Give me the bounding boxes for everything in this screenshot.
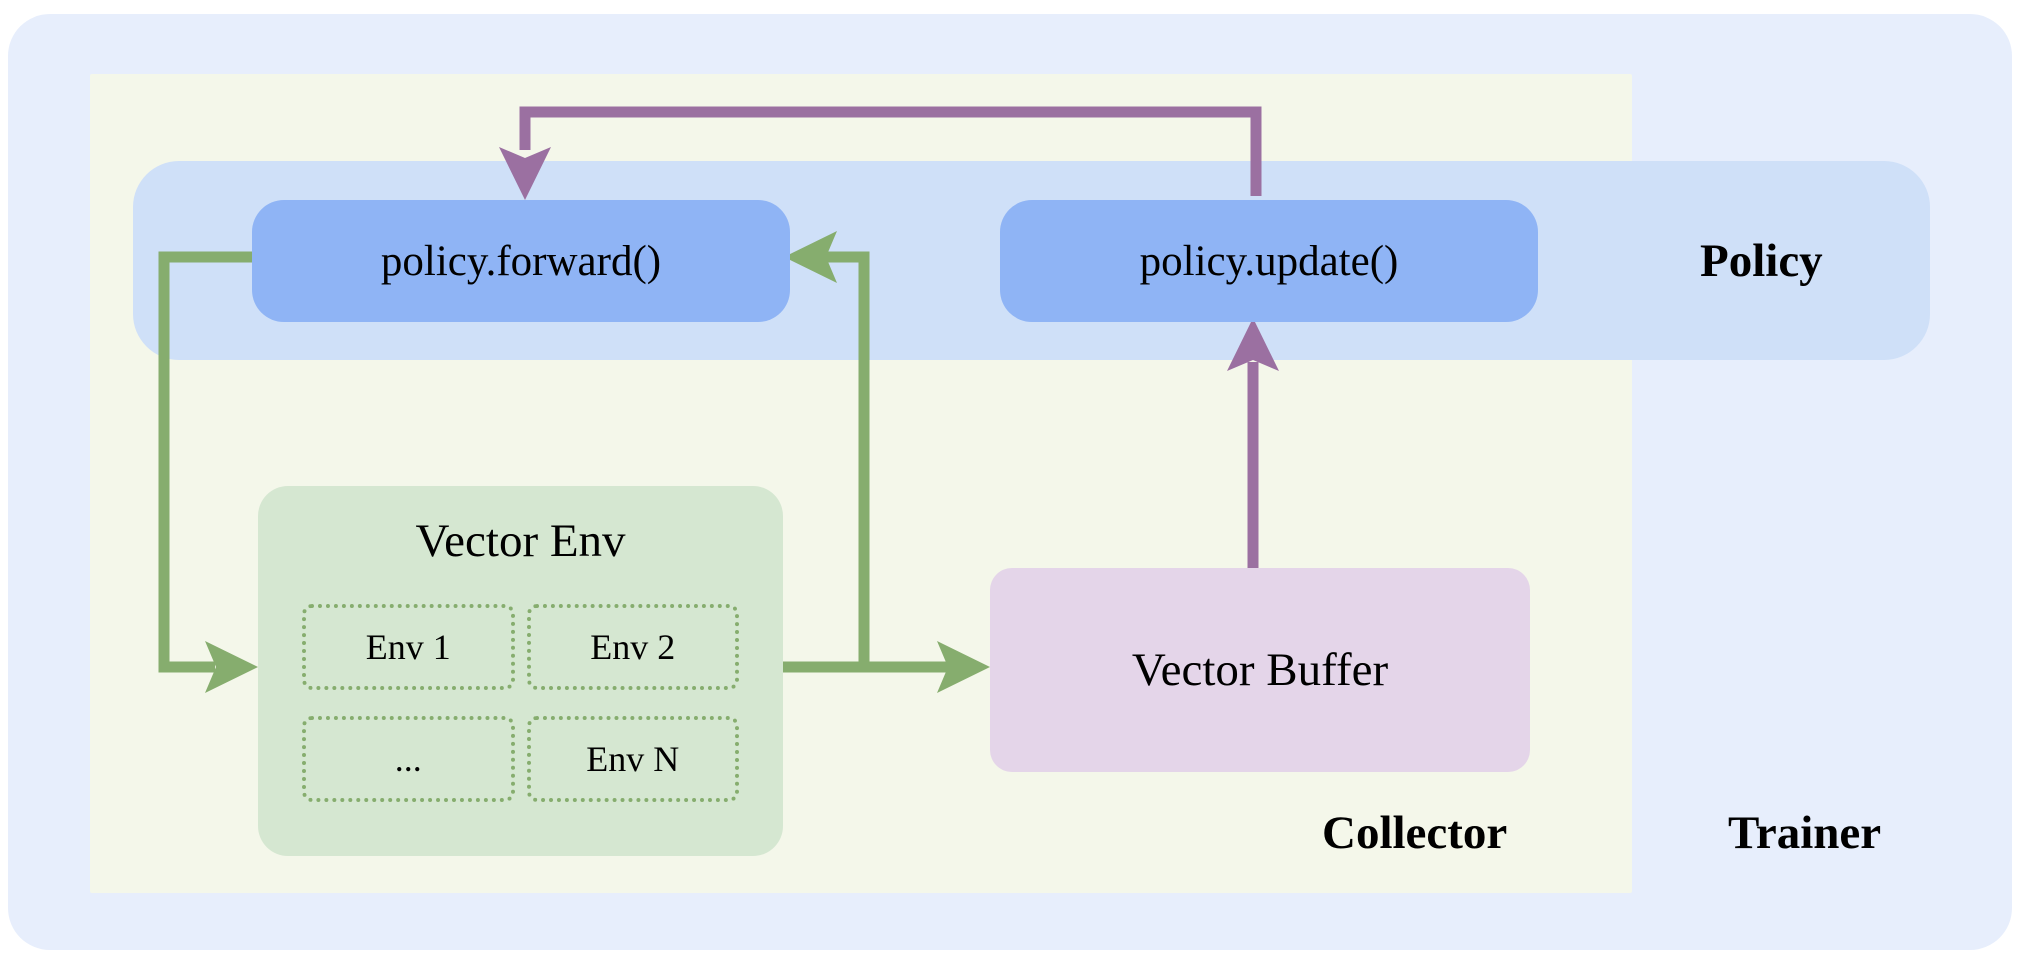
vector-buffer-node[interactable]: Vector Buffer <box>990 568 1530 772</box>
vector-buffer-label: Vector Buffer <box>1131 644 1389 696</box>
env-cell[interactable]: Env 1 <box>302 604 515 690</box>
trainer-container-label: Trainer <box>1728 807 1882 859</box>
policy-forward-node[interactable]: policy.forward() <box>252 200 790 322</box>
env-cell[interactable]: Env 2 <box>526 604 739 690</box>
policy-forward-label: policy.forward() <box>380 237 662 285</box>
env-cell-label: Env 2 <box>590 627 676 667</box>
policy-update-node[interactable]: policy.update() <box>1000 200 1538 322</box>
env-grid: Env 1 Env 2 ... Env N <box>258 604 783 802</box>
env-cell-label: Env N <box>586 739 680 779</box>
collector-container-label: Collector <box>1322 807 1508 859</box>
vector-env-node[interactable]: Vector Env Env 1 Env 2 ... Env N <box>258 486 783 856</box>
env-cell-label: ... <box>394 739 422 779</box>
policy-update-label: policy.update() <box>1139 237 1399 285</box>
env-cell-label: Env 1 <box>365 627 451 667</box>
env-cell[interactable]: ... <box>302 716 515 802</box>
vector-env-label: Vector Env <box>415 515 626 567</box>
env-cell[interactable]: Env N <box>526 716 739 802</box>
policy-container-label: Policy <box>1700 235 1823 287</box>
